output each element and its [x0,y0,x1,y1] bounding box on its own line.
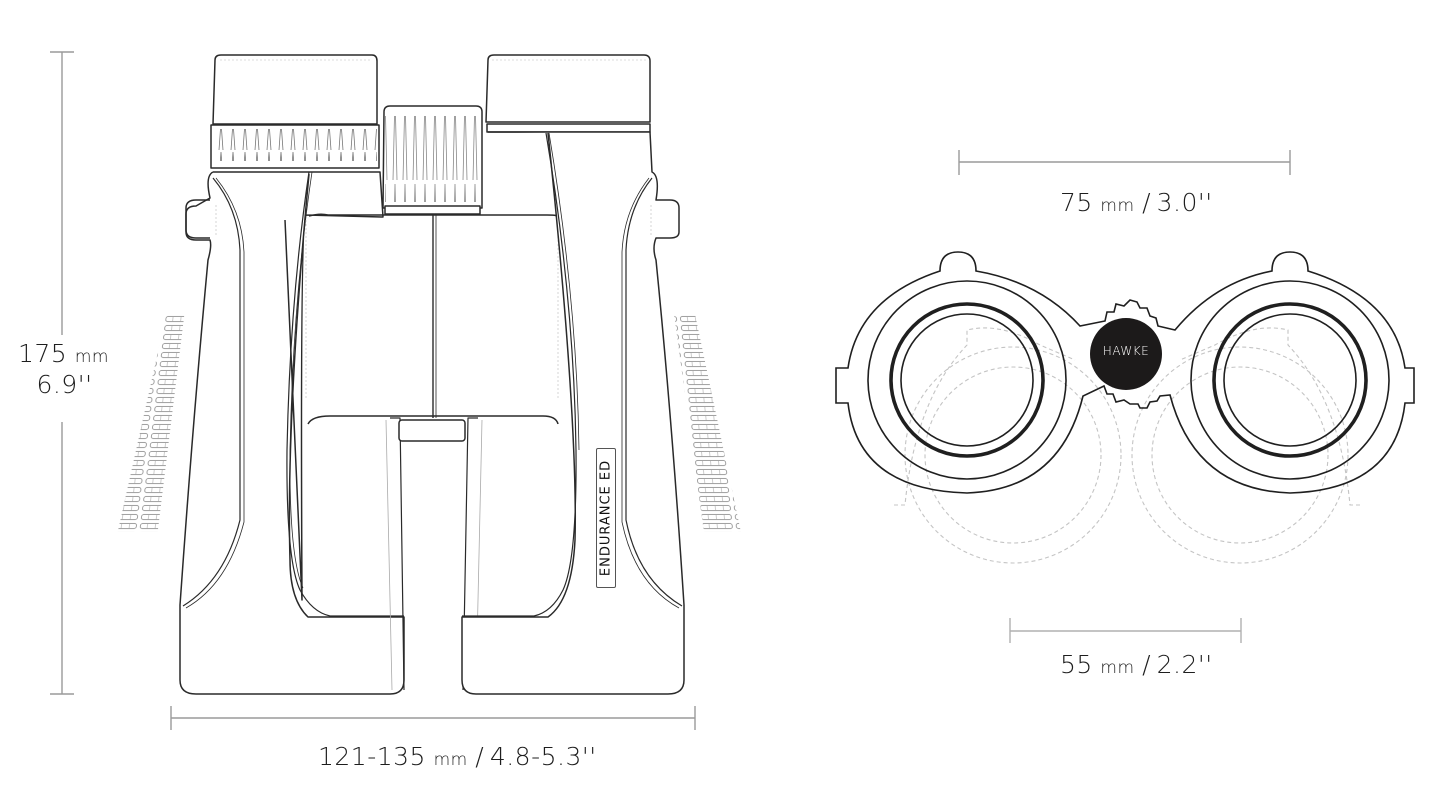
objective-spacing-value: 75 [1060,188,1093,217]
objective-spacing-separator: / [1142,188,1152,217]
model-badge: ENDURANCE ED [596,448,616,588]
height-dimension-line [50,51,74,695]
right-eyecup [485,54,651,123]
tripod-cap [398,419,466,442]
model-badge-text: ENDURANCE ED [598,459,614,577]
left-eyecup-lens-ring [889,302,1045,458]
left-eyecup-outer-ring [867,280,1067,480]
ipd-value: 55 [1060,650,1093,679]
hawke-logo-disk [1090,318,1162,390]
left-eyecup [212,54,378,125]
right-barrel [461,131,685,695]
brand-logo-text: HAWKE [1102,344,1150,358]
ipd-dimension-label: 55 mm / 2.2'' [1060,650,1213,679]
width-value: 121-135 [318,742,426,771]
width-separator: / [475,742,485,771]
binoculars-front-view [117,54,741,695]
objective-spacing-label: 75 mm / 3.0'' [1060,188,1213,217]
left-grip-texture [117,314,185,532]
objective-spacing-dimension-line [958,150,1291,175]
right-eyecup-lens-ring [1212,302,1368,458]
height-value: 175 [18,339,68,368]
height-unit: mm [74,347,109,367]
objective-spacing-unit: mm [1100,196,1135,216]
right-eyepiece-lens [1223,313,1357,447]
height-imperial: 6.9'' [36,370,93,399]
right-grip-texture [674,314,741,532]
ipd-dimension-line [1009,618,1242,643]
binoculars-end-view [835,251,1415,564]
left-eyepiece-housing [835,251,1415,494]
ipd-imperial: 2.2'' [1156,650,1213,679]
right-eyecup-outer-ring [1190,280,1390,480]
height-dimension-label: 175 mm 6.9'' [18,340,111,402]
ipd-unit: mm [1100,658,1135,678]
left-eyepiece-lens [900,313,1034,447]
left-strap-lug [185,199,210,239]
width-unit: mm [433,750,468,770]
width-dimension-line [170,706,696,730]
width-imperial: 4.8-5.3'' [489,742,597,771]
width-dimension-label: 121-135 mm / 4.8-5.3'' [318,742,597,771]
objective-spacing-imperial: 3.0'' [1156,188,1213,217]
ipd-separator: / [1142,650,1152,679]
center-hinge [390,417,478,691]
